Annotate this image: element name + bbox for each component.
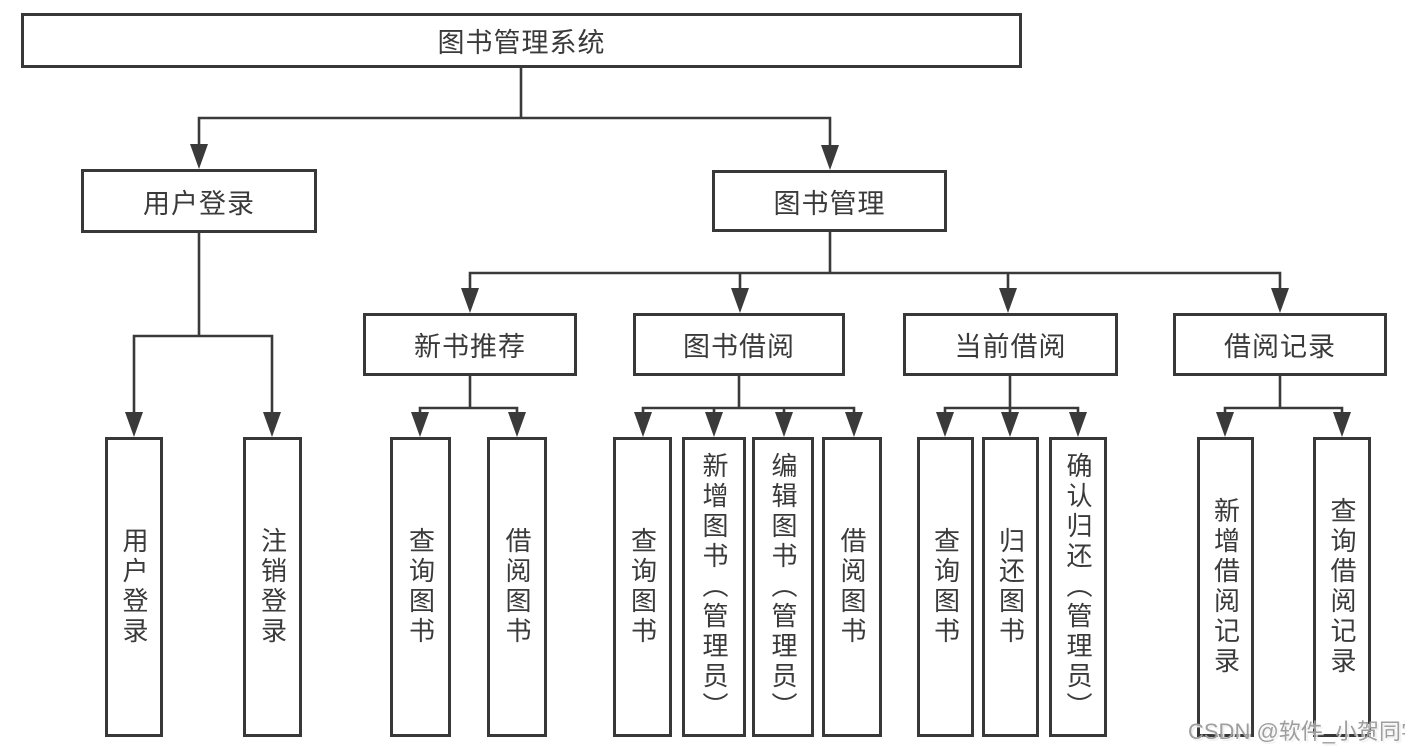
leaf-query-books-recommend-label: 查询图书 [405, 527, 436, 647]
node-current-borrow: 当前借阅 [903, 313, 1118, 376]
arrow-down-icon [775, 412, 793, 437]
arrow-down-icon [936, 412, 954, 437]
arrow-down-icon [508, 412, 526, 437]
arrow-down-icon [634, 412, 652, 437]
leaf-logout: 注销登录 [243, 437, 302, 737]
csdn-watermark: CSDN @软件_小贺同学 [1188, 719, 1405, 744]
leaf-add-books-admin: 新增图书（管理员） [682, 437, 746, 737]
leaf-edit-books-admin-label: 编辑图书（管理员） [768, 452, 798, 722]
node-user-login: 用户登录 [81, 169, 317, 233]
leaf-borrow-books-recommend: 借阅图书 [487, 437, 547, 737]
arrow-down-icon [705, 412, 723, 437]
arrow-down-icon [731, 288, 749, 313]
leaf-query-borrow-record: 查询借阅记录 [1313, 437, 1371, 737]
leaf-return-books-label: 归还图书 [995, 527, 1026, 647]
leaf-borrow-books-label: 借阅图书 [837, 527, 867, 647]
arrow-down-icon [263, 412, 281, 437]
leaf-confirm-return-admin-label: 确认归还（管理员） [1063, 452, 1093, 722]
leaf-logout-label: 注销登录 [257, 527, 288, 647]
node-borrow-records-label: 借阅记录 [1224, 332, 1336, 362]
leaf-add-borrow-record-label: 新增借阅记录 [1210, 497, 1241, 677]
leaf-confirm-return-admin: 确认归还（管理员） [1049, 437, 1107, 737]
arrow-down-icon [461, 288, 479, 313]
node-borrow-records: 借阅记录 [1173, 313, 1387, 376]
arrow-down-icon [190, 144, 208, 169]
arrow-down-icon [125, 412, 143, 437]
leaf-user-login: 用户登录 [105, 437, 163, 737]
arrow-down-icon [1069, 412, 1087, 437]
leaf-edit-books-admin: 编辑图书（管理员） [752, 437, 814, 737]
node-book-borrow: 图书借阅 [633, 313, 845, 376]
node-root-label: 图书管理系统 [437, 28, 606, 58]
leaf-return-books: 归还图书 [982, 437, 1039, 737]
arrow-down-icon [1333, 412, 1351, 437]
leaf-add-borrow-record: 新增借阅记录 [1197, 437, 1254, 737]
leaf-borrow-books-recommend-label: 借阅图书 [502, 527, 532, 647]
arrow-down-icon [1271, 288, 1289, 313]
leaf-query-books-recommend: 查询图书 [390, 437, 451, 737]
node-root: 图书管理系统 [21, 13, 1022, 68]
arrow-down-icon [1001, 412, 1019, 437]
node-new-book-recommend-label: 新书推荐 [414, 332, 526, 362]
node-book-management-label: 图书管理 [773, 188, 886, 219]
arrow-down-icon [845, 412, 863, 437]
leaf-query-books-borrow: 查询图书 [613, 437, 672, 737]
arrow-down-icon [999, 288, 1017, 313]
leaf-borrow-books: 借阅图书 [822, 437, 882, 737]
arrowheads [125, 144, 1351, 437]
arrow-down-icon [821, 145, 839, 170]
leaf-query-borrow-record-label: 查询借阅记录 [1327, 497, 1357, 677]
node-new-book-recommend: 新书推荐 [363, 313, 577, 376]
leaf-query-books-current: 查询图书 [917, 437, 974, 737]
leaf-add-books-admin-label: 新增图书（管理员） [699, 452, 729, 722]
leaf-user-login-label: 用户登录 [119, 527, 149, 647]
arrow-down-icon [411, 412, 429, 437]
arrow-down-icon [1216, 412, 1234, 437]
leaf-query-books-borrow-label: 查询图书 [627, 527, 658, 647]
node-current-borrow-label: 当前借阅 [954, 332, 1067, 362]
node-book-management: 图书管理 [712, 170, 947, 232]
leaf-query-books-current-label: 查询图书 [930, 527, 961, 647]
node-user-login-label: 用户登录 [143, 188, 255, 219]
node-book-borrow-label: 图书借阅 [683, 332, 795, 362]
